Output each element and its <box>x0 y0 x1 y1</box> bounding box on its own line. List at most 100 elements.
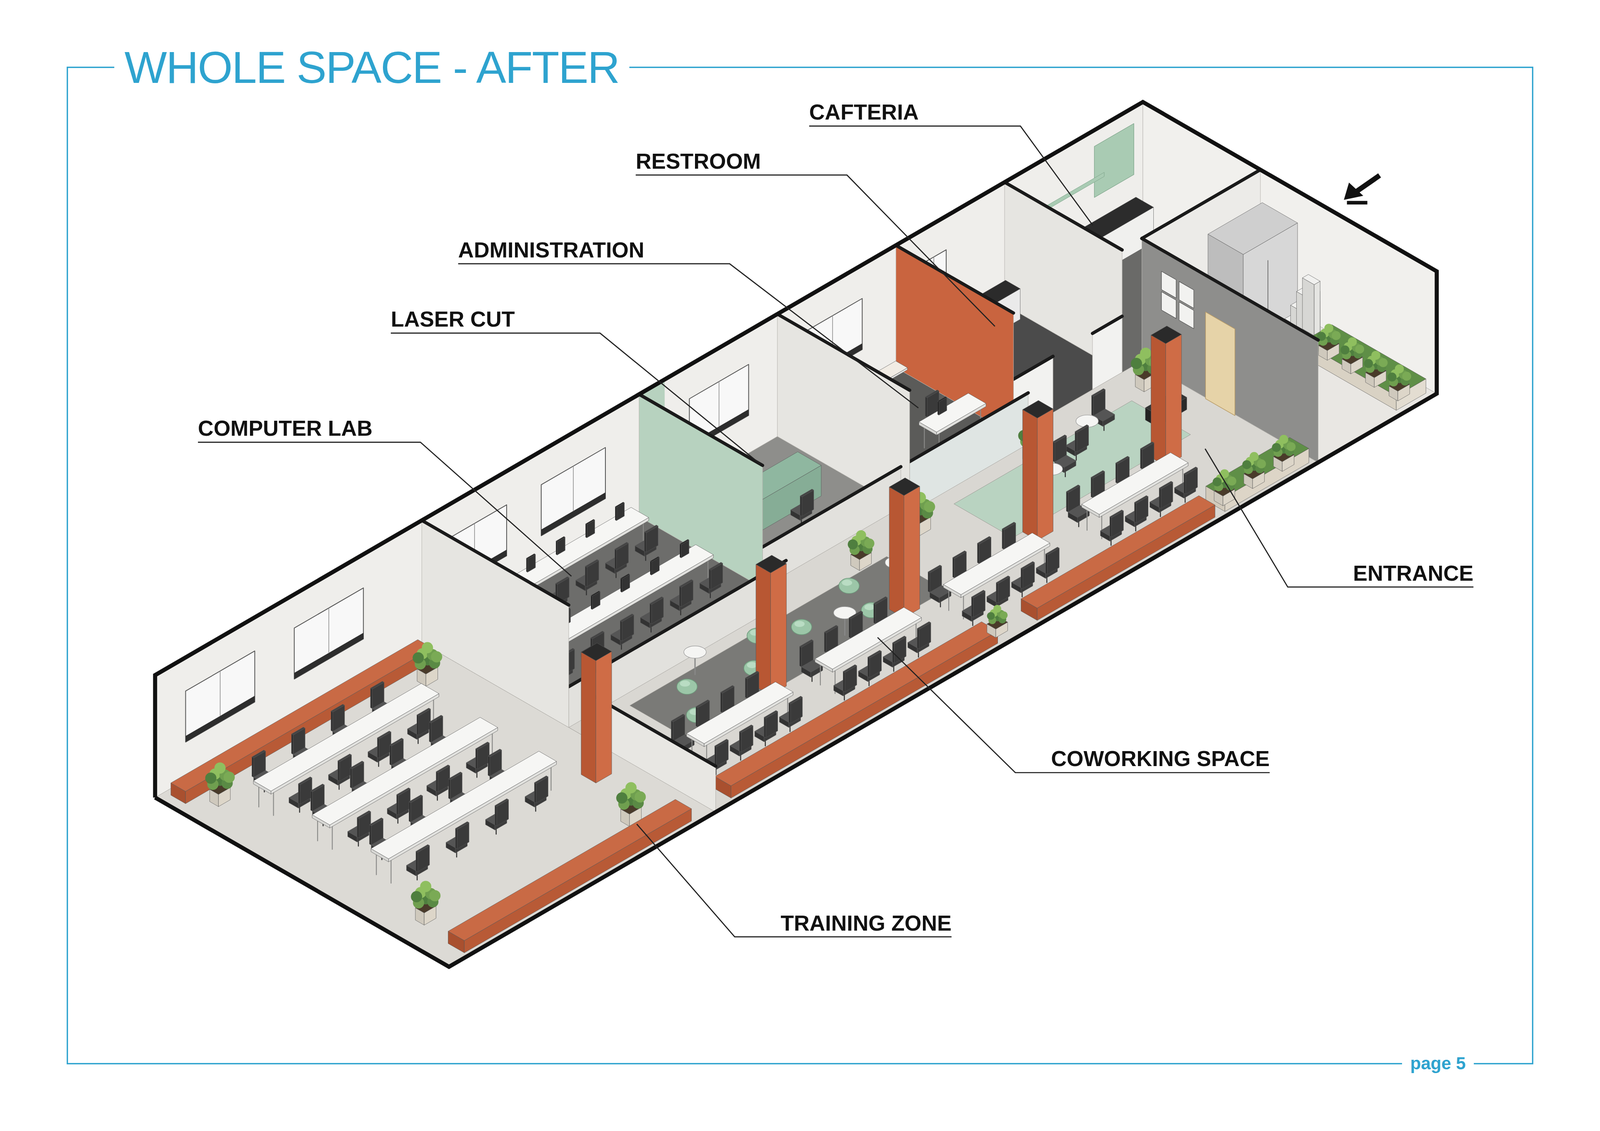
chair <box>764 717 766 738</box>
chair <box>892 636 907 645</box>
zone-label: TRAINING ZONE <box>780 912 952 935</box>
leader-line <box>809 126 1093 226</box>
chair <box>764 710 778 719</box>
chair <box>291 734 293 755</box>
monitor <box>555 536 565 543</box>
chair <box>1075 425 1089 433</box>
beanbag-highlight <box>680 680 690 688</box>
beanbag-highlight <box>864 604 875 611</box>
window <box>541 447 606 536</box>
chair <box>417 708 431 717</box>
plant-leaves <box>420 881 432 893</box>
leader-lines <box>197 126 1474 938</box>
chair <box>620 620 622 642</box>
page-title: WHOLE SPACE - AFTER <box>124 45 620 90</box>
chair <box>436 765 450 773</box>
plant-leaves <box>1395 364 1405 374</box>
wall-face <box>1092 316 1123 390</box>
stair-step <box>1302 277 1315 336</box>
chair <box>415 844 430 853</box>
chair <box>1140 448 1143 470</box>
wall-cut <box>909 392 1028 462</box>
chair <box>927 572 930 593</box>
chair <box>615 549 617 570</box>
chair <box>291 727 305 736</box>
chair <box>1002 529 1004 550</box>
chair <box>788 696 803 705</box>
monitor <box>650 561 652 575</box>
zone-label: LASER CUT <box>390 308 515 330</box>
chair <box>709 562 723 571</box>
arrow-head <box>1343 182 1364 200</box>
wall-cut <box>1004 182 1123 250</box>
chair <box>1091 388 1106 397</box>
chair <box>867 650 882 659</box>
orange-bench <box>448 799 692 941</box>
window <box>294 587 364 680</box>
monitor <box>680 544 682 558</box>
chair <box>377 737 380 759</box>
wall-face <box>909 392 1028 513</box>
chair <box>788 703 791 724</box>
beanbag <box>838 578 860 594</box>
plant-leaves <box>430 651 443 663</box>
chair <box>370 688 373 709</box>
elevator <box>1207 202 1298 255</box>
plant-leaves <box>1130 357 1143 370</box>
plant-leaves <box>1279 435 1289 445</box>
chair <box>867 657 870 678</box>
chair <box>695 706 698 728</box>
monitor <box>620 578 623 593</box>
chair <box>534 782 537 804</box>
chair <box>1020 568 1023 589</box>
plant-leaves <box>1272 442 1282 453</box>
wall-cut <box>421 520 569 605</box>
chair <box>369 825 372 846</box>
chair <box>824 625 838 634</box>
plant-leaves <box>1347 337 1358 347</box>
floor-plan-illustration <box>155 102 1437 968</box>
chair <box>1159 488 1161 509</box>
chair <box>389 738 404 747</box>
chair <box>389 745 392 766</box>
chair <box>409 802 411 823</box>
chair <box>873 596 888 605</box>
plant-leaves <box>1340 345 1350 355</box>
building-outline <box>155 102 1437 968</box>
wall-cut <box>895 245 1014 314</box>
chair <box>436 771 438 793</box>
plant-leaves <box>1364 359 1374 369</box>
chair <box>1110 510 1124 518</box>
chair <box>555 576 570 585</box>
wall-cut <box>639 394 763 466</box>
monitor <box>590 595 593 610</box>
monitor <box>585 519 595 525</box>
chair <box>720 692 723 713</box>
chair <box>1134 502 1137 523</box>
chair <box>337 754 352 763</box>
plant-leaves <box>214 762 226 774</box>
chair <box>695 700 710 708</box>
leader-line <box>1205 448 1474 588</box>
chair <box>1090 477 1093 498</box>
leader-line <box>636 824 952 938</box>
plant-leaves <box>1378 358 1388 368</box>
chair <box>927 565 942 573</box>
plant-leaves <box>429 890 441 902</box>
chair <box>800 489 814 498</box>
orange-bench <box>730 631 998 799</box>
page-number: page 5 <box>1410 1055 1466 1073</box>
leader-line <box>197 442 572 577</box>
chair <box>585 566 587 587</box>
plant-leaves <box>1371 350 1381 360</box>
chair <box>720 685 735 694</box>
chair <box>1045 547 1060 555</box>
monitor <box>615 506 617 521</box>
orange-bench <box>464 808 692 953</box>
chair <box>396 795 399 816</box>
chair <box>590 631 605 640</box>
chair <box>415 851 418 873</box>
chair <box>1020 561 1035 570</box>
chair <box>671 714 685 723</box>
stair-step <box>1302 274 1320 285</box>
